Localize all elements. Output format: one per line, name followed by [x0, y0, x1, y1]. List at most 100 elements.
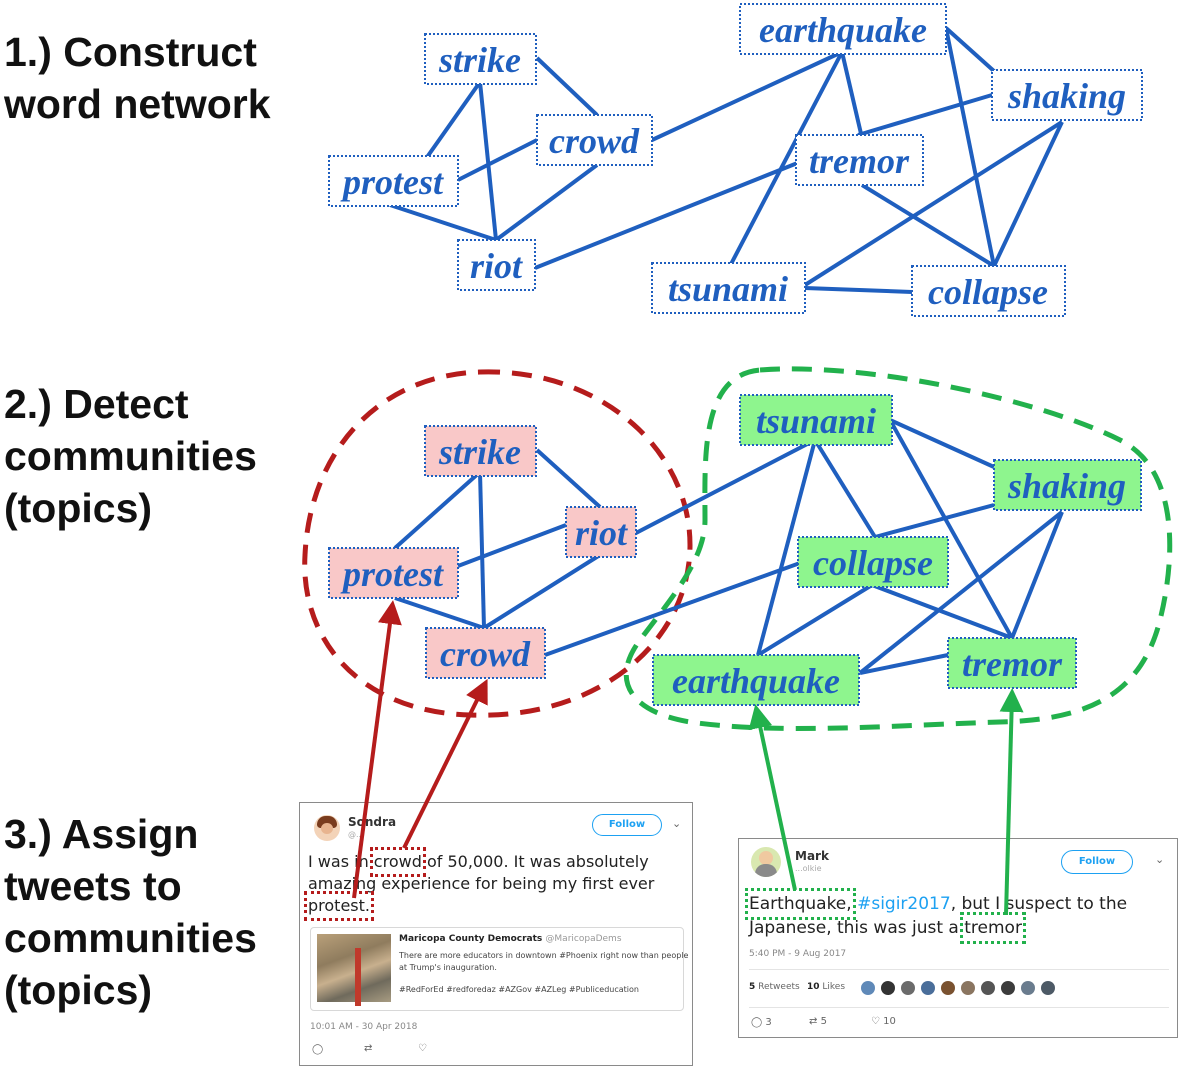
like-icon[interactable]: ♡	[418, 1043, 427, 1054]
edge-16	[860, 183, 996, 268]
edge-23	[482, 553, 602, 630]
liker-avatar[interactable]	[961, 981, 975, 995]
tweet-timestamp[interactable]: 5:40 PM - 9 Aug 2017	[749, 949, 847, 959]
chevron-down-icon[interactable]: ⌄	[1155, 853, 1165, 866]
node-earthquake: earthquake	[739, 3, 947, 55]
liker-avatar[interactable]	[1021, 981, 1035, 995]
edge-5	[494, 163, 599, 242]
edge-7	[651, 50, 843, 142]
svg-text:collapse: collapse	[928, 272, 1048, 312]
svg-text:earthquake: earthquake	[759, 10, 927, 50]
step-2-label: 2.) Detect communities (topics)	[4, 381, 257, 531]
edge-2	[478, 81, 498, 241]
retweet-button[interactable]: ⇄ 5	[809, 1016, 827, 1027]
edge-19	[478, 471, 486, 629]
likes-stat[interactable]: 10 Likes	[807, 982, 846, 992]
user-handle: ...olkie	[795, 864, 822, 873]
divider	[749, 1007, 1169, 1008]
avatar[interactable]	[314, 815, 340, 841]
edge-24	[631, 438, 816, 537]
edge-6	[389, 203, 497, 242]
reply-icon[interactable]: ◯	[312, 1044, 324, 1055]
svg-text:crowd: crowd	[440, 634, 531, 674]
edge-29	[888, 419, 1014, 639]
tweet-card-mark: Mark ...olkie Follow ⌄ Earthquake, #sigi…	[738, 838, 1178, 1038]
edge-1	[423, 80, 482, 162]
liker-avatar[interactable]	[1041, 981, 1055, 995]
step-3-label: 3.) Assign tweets to communities (topics…	[4, 811, 257, 1013]
avatar[interactable]	[751, 847, 781, 877]
node-collapse: collapse	[911, 265, 1066, 317]
node-protest: protest	[328, 155, 459, 207]
highlight-earthquake: Earthquake,	[745, 888, 856, 920]
node-riot: riot	[457, 239, 536, 291]
community-node-crowd: crowd	[425, 627, 546, 679]
highlight-tremor: tremor	[960, 912, 1026, 944]
edge-22	[394, 596, 485, 630]
liker-avatar[interactable]	[1001, 981, 1015, 995]
svg-text:shaking: shaking	[1007, 76, 1126, 116]
community-node-shaking: shaking	[993, 459, 1142, 511]
highlight-crowd: crowd	[369, 847, 426, 877]
liker-avatar[interactable]	[921, 981, 935, 995]
edge-11	[944, 26, 997, 74]
community-node-riot: riot	[565, 506, 637, 558]
retweet-icon[interactable]: ⇄	[364, 1043, 373, 1054]
green-community-outline	[623, 366, 1173, 731]
community-node-protest: protest	[328, 547, 459, 599]
quoted-tweet[interactable]: Maricopa County Democrats @MaricopaDems …	[310, 927, 688, 1011]
user-name[interactable]: Mark	[795, 849, 829, 863]
step-1-label: 1.) Construct word network	[4, 29, 271, 127]
hashtag-link[interactable]: #sigir2017	[857, 894, 951, 914]
edge-30	[874, 503, 995, 539]
quoted-hashtags: #RedForEd #redforedaz #AZGov #AZLeg #Pub…	[399, 985, 639, 994]
community-node-collapse: collapse	[797, 536, 949, 588]
node-tremor: tremor	[795, 134, 924, 186]
edge-18	[393, 470, 482, 550]
like-button[interactable]: ♡ 10	[871, 1016, 896, 1027]
user-name[interactable]: Sondra	[348, 815, 397, 829]
chevron-down-icon[interactable]: ⌄	[672, 817, 682, 830]
liker-avatar[interactable]	[941, 981, 955, 995]
node-shaking: shaking	[991, 69, 1143, 121]
network-1-edges	[389, 26, 1064, 294]
edge-13	[857, 93, 993, 137]
edge-21	[457, 523, 567, 568]
edge-28	[889, 418, 995, 469]
edge-14	[992, 121, 1064, 267]
edge-17	[804, 286, 913, 294]
edge-25	[544, 561, 801, 657]
tweet-text-mid: of 50,000. It was absolutely amazing exp…	[308, 852, 655, 893]
edge-8	[534, 160, 801, 270]
liker-avatar[interactable]	[901, 981, 915, 995]
node-strike: strike	[424, 33, 537, 85]
community-node-strike: strike	[424, 425, 537, 477]
node-tsunami: tsunami	[651, 262, 806, 314]
edge-31	[1010, 511, 1064, 639]
edge-9	[840, 51, 864, 139]
liker-avatar[interactable]	[881, 981, 895, 995]
svg-text:strike: strike	[438, 40, 521, 80]
edge-15	[803, 120, 1064, 287]
edge-4	[457, 138, 538, 182]
quoted-tweet-image	[317, 934, 391, 1006]
community-node-tremor: tremor	[947, 637, 1077, 689]
tweet-timestamp[interactable]: 10:01 AM - 30 Apr 2018	[310, 1022, 418, 1032]
tweet-card-sondra: Sondra @... Follow ⌄ I was in crowd of 5…	[299, 802, 693, 1066]
follow-button[interactable]: Follow	[1061, 850, 1133, 874]
retweets-stat[interactable]: 5 Retweets	[749, 982, 800, 992]
svg-text:riot: riot	[575, 513, 628, 553]
community-node-tsunami: tsunami	[739, 394, 893, 446]
follow-button[interactable]: Follow	[592, 814, 662, 836]
tweet-text: I was in crowd of 50,000. It was absolut…	[304, 847, 678, 921]
svg-text:tremor: tremor	[809, 141, 910, 181]
svg-text:protest: protest	[340, 162, 444, 202]
community-node-earthquake: earthquake	[652, 654, 860, 706]
edge-34	[871, 583, 1013, 640]
liker-avatar[interactable]	[861, 981, 875, 995]
liker-avatar[interactable]	[981, 981, 995, 995]
reply-button[interactable]: ◯ 3	[751, 1017, 772, 1028]
highlight-protest: protest.	[304, 891, 374, 921]
edge-20	[535, 448, 602, 509]
